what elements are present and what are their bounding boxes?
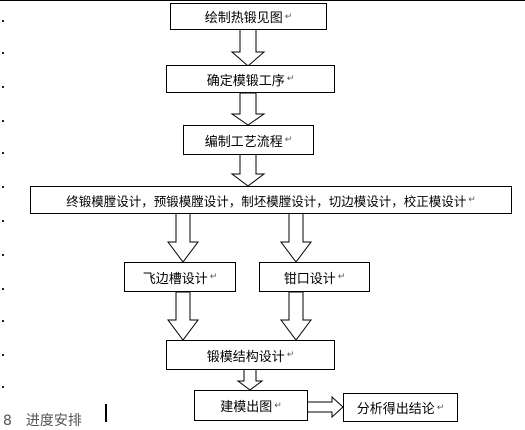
- step-determine-process: 确定模锻工序↵: [166, 65, 335, 93]
- step-label: 建模出图: [220, 400, 273, 415]
- arrow-right-1: [306, 395, 344, 419]
- paragraph-mark: ↵: [436, 402, 445, 413]
- step-analysis: 分析得出结论↵: [343, 393, 458, 422]
- arrow-down-3: [230, 153, 266, 187]
- paragraph-mark: ↵: [284, 135, 293, 145]
- arrow-down-4-right: [280, 212, 312, 263]
- step-draw-die: 建模出图↵: [194, 390, 308, 421]
- step-flash-gutter: 飞边槽设计↵: [124, 262, 236, 292]
- step-label: 编制工艺流程: [204, 134, 283, 150]
- paragraph-mark: ↵: [284, 11, 293, 22]
- arrow-down-5-left: [167, 291, 199, 341]
- left-margin-dots: [2, 0, 6, 427]
- paragraph-mark: ↵: [286, 74, 295, 84]
- section-title: 进度安排: [25, 413, 82, 429]
- step-label: 锻模结构设计: [206, 349, 285, 365]
- paragraph-mark: ↵: [209, 272, 218, 282]
- arrow-down-4-left: [167, 212, 199, 263]
- step-label: 钳口设计: [283, 271, 336, 287]
- step-label: 终锻模膛设计，预锻模膛设计，制坯模膛设计，切边模设计，校正模设计: [66, 193, 467, 209]
- paragraph-mark: ↵: [337, 272, 346, 282]
- step-die-design: 终锻模膛设计，预锻模膛设计，制坯模膛设计，切边模设计，校正模设计↵: [30, 186, 512, 214]
- page-top-border: [0, 0, 525, 1]
- arrow-down-6: [236, 368, 264, 391]
- text-cursor: [105, 404, 107, 422]
- step-label: 飞边槽设计: [142, 271, 208, 287]
- step-process-card: 编制工艺流程↵: [183, 125, 314, 155]
- arrow-down-2: [230, 92, 266, 126]
- step-draw-hot-forging: 绘制热锻见图↵: [170, 3, 327, 30]
- step-label: 分析得出结论: [356, 402, 435, 417]
- arrow-down-5-right: [280, 291, 312, 341]
- step-jaw-design: 钳口设计↵: [259, 262, 370, 292]
- paragraph-mark: ↵: [274, 400, 282, 411]
- paragraph-mark: ↵: [468, 195, 476, 205]
- section-number: 8: [3, 413, 12, 429]
- step-label: 确定模锻工序: [206, 73, 285, 89]
- step-die-structure: 锻模结构设计↵: [166, 340, 335, 370]
- step-label: 绘制热锻见图: [204, 11, 283, 26]
- paragraph-mark: ↵: [286, 350, 295, 360]
- section-heading: 8 进度安排: [3, 410, 82, 430]
- arrow-down-1: [230, 28, 266, 67]
